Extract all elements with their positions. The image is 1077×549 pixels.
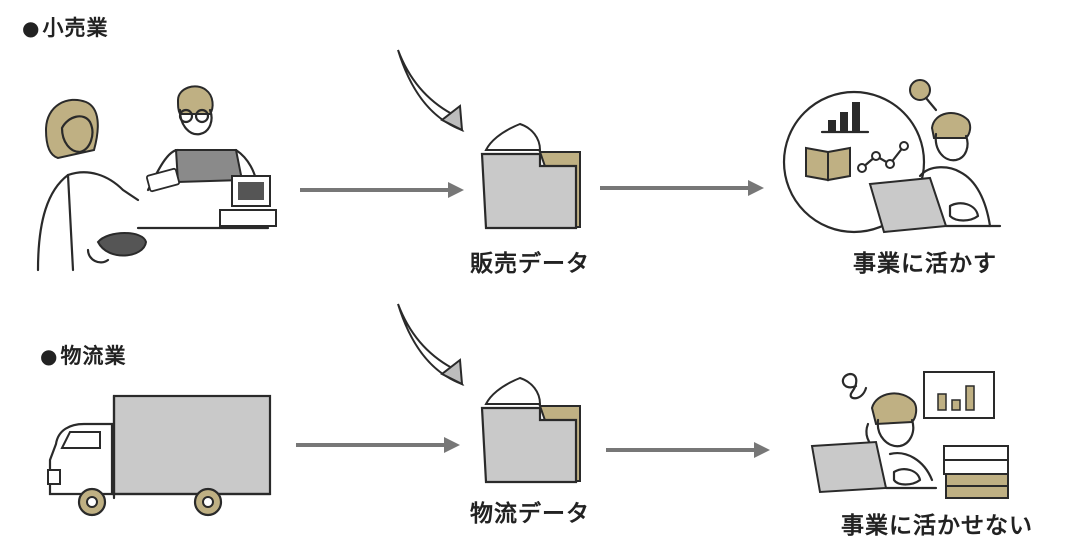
section-title-retail-text: 小売業 [42, 16, 109, 40]
arrow-right-icon [296, 437, 460, 453]
confused-person-laptop-illustration [810, 371, 1009, 499]
logistics-result-caption: 事業に活かせない [841, 513, 1033, 539]
document-folder-icon [397, 303, 581, 484]
section-title-retail: ●小売業 [22, 12, 108, 42]
section-title-logistics: ●物流業 [40, 340, 126, 370]
logistics-data-caption: 物流データ [470, 501, 590, 527]
delivery-truck-illustration [47, 394, 272, 517]
arrow-right-icon [600, 180, 764, 196]
retail-data-caption: 販売データ [470, 251, 590, 277]
arrow-right-icon [606, 442, 770, 458]
section-title-logistics-text: 物流業 [60, 344, 127, 368]
document-folder-icon [397, 49, 581, 230]
bullet-icon: ● [40, 344, 59, 368]
shop-clerk-customer-illustration [36, 85, 277, 272]
arrow-right-icon [300, 182, 464, 198]
analytics-person-illustration [782, 79, 1002, 234]
retail-result-caption: 事業に活かす [853, 251, 997, 277]
bullet-icon: ● [22, 16, 41, 40]
